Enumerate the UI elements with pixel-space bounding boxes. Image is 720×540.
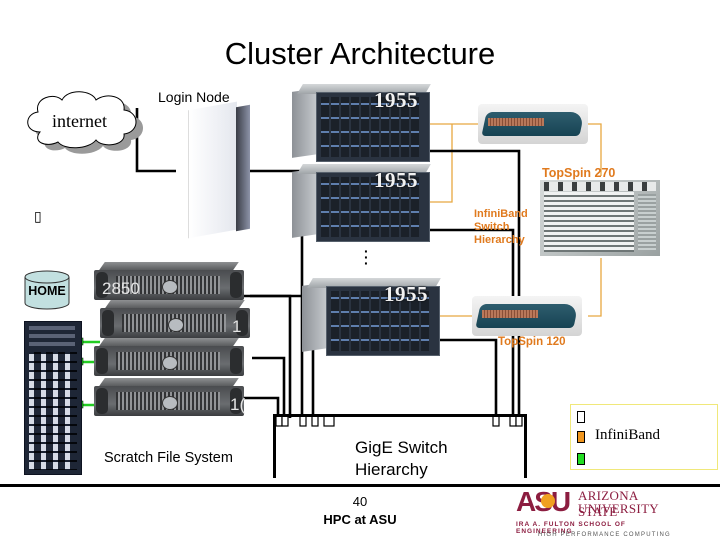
internet-cloud — [27, 91, 144, 154]
blade-slot — [411, 177, 419, 237]
slide-title: Cluster Architecture — [224, 36, 496, 71]
blade-slot — [391, 291, 399, 351]
blade-slot — [341, 291, 349, 351]
footer-rule — [0, 484, 720, 487]
asu-logo: ASU ARIZONA STATE UNIVERSITY IRA A. FULT… — [516, 488, 680, 540]
blade-slot — [381, 291, 389, 351]
blade-slot — [321, 177, 329, 237]
blade-slot — [331, 177, 339, 237]
blade-slot — [421, 291, 429, 351]
blade-slot — [361, 177, 369, 237]
rack-server-2850: 2850 — [94, 262, 244, 300]
asu-sun-icon — [541, 494, 555, 508]
blade-slot — [351, 177, 359, 237]
link-server1-gige — [240, 294, 292, 418]
legend-swatch-orange — [577, 431, 585, 443]
ib-label-line: Switch — [474, 221, 510, 233]
asu-name-line2: UNIVERSITY — [578, 501, 659, 516]
link-chassis2-gige — [420, 228, 515, 418]
topspin-270-label: TopSpin 270 — [542, 166, 616, 180]
login-node-edge — [236, 104, 250, 232]
login-node-blade — [180, 101, 260, 239]
blade-slot — [321, 97, 329, 157]
blade-slot — [331, 291, 339, 351]
scratch-disk-array — [24, 321, 82, 475]
blade-chassis-1955: 1955 — [302, 278, 442, 356]
home-label: HOME — [28, 284, 66, 298]
login-node-face — [188, 101, 237, 239]
topspin-120-switch-upper — [478, 104, 588, 144]
blade-slot — [351, 291, 359, 351]
asu-department: HIGH PERFORMANCE COMPUTING — [538, 532, 671, 538]
infiniband-hierarchy-label: InfiniBand Switch Hierarchy — [474, 208, 528, 247]
topspin-120-label: TopSpin 120 — [498, 336, 566, 348]
server-model: 2850 — [102, 279, 140, 298]
blade-slot — [411, 97, 419, 157]
blade-slot — [401, 177, 409, 237]
server-model: 1( — [230, 395, 246, 414]
legend-swatch-white — [577, 411, 585, 423]
rack-server: 1( — [94, 378, 246, 416]
ellipsis-vertical: ··· — [364, 243, 369, 271]
blade-slot — [361, 291, 369, 351]
blade-slot — [341, 97, 349, 157]
asu-name-line1: ARIZONA STATE — [578, 488, 638, 519]
chassis-model: 1955 — [374, 88, 418, 112]
blade-slot — [371, 97, 379, 157]
blade-slot — [381, 177, 389, 237]
blade-slot — [401, 97, 409, 157]
internet-label: internet — [52, 111, 107, 131]
blade-slot — [391, 177, 399, 237]
placeholder-glyph: ▯ — [34, 208, 42, 224]
blade-chassis-1955: 1955 — [292, 84, 432, 162]
legend: InfiniBand — [570, 404, 718, 470]
blade-chassis-1955: 1955 — [292, 164, 432, 242]
home-storage-cylinder — [24, 270, 70, 310]
server-model: 1 — [232, 317, 242, 336]
ib-link-ts270-ts120b — [588, 258, 602, 317]
blade-slot — [361, 97, 369, 157]
gige-switch-label: GigE Switch Hierarchy — [355, 437, 448, 481]
gige-label-line: Hierarchy — [355, 460, 428, 479]
blade-slot — [401, 291, 409, 351]
blade-slot — [391, 97, 399, 157]
scratch-fs-label: Scratch File System — [104, 450, 233, 466]
ib-link-ts120a-ts270 — [588, 123, 602, 176]
gige-label-line: GigE Switch — [355, 438, 448, 457]
chassis-model: 1955 — [384, 282, 428, 306]
rack-server: 1 — [100, 300, 250, 338]
chassis-model: 1955 — [374, 168, 418, 192]
blade-slot — [371, 177, 379, 237]
legend-swatch-green — [577, 453, 585, 465]
asu-school-name: IRA A. FULTON SCHOOL OF ENGINEERING — [516, 521, 626, 535]
footer-text: HPC at ASU — [323, 512, 397, 527]
rack-server — [94, 338, 244, 376]
ib-label-line: InfiniBand — [474, 208, 528, 220]
blade-slot — [371, 291, 379, 351]
topspin-120-switch-lower — [472, 296, 582, 336]
blade-slot — [351, 97, 359, 157]
blade-slot — [331, 97, 339, 157]
link-chassis3-gige — [430, 338, 498, 418]
gige-switch-box — [273, 414, 527, 478]
link-server3-gige — [252, 356, 286, 418]
login-node-label: Login Node — [158, 89, 230, 105]
ib-label-line: Hierarchy — [474, 234, 525, 246]
topspin-270-switch — [540, 180, 660, 256]
blade-slot — [411, 291, 419, 351]
blade-slot — [381, 97, 389, 157]
blade-slot — [341, 177, 349, 237]
legend-infiniband-label: InfiniBand — [595, 427, 660, 443]
link-server4-gige — [240, 396, 280, 418]
page-number: 40 — [352, 494, 368, 509]
